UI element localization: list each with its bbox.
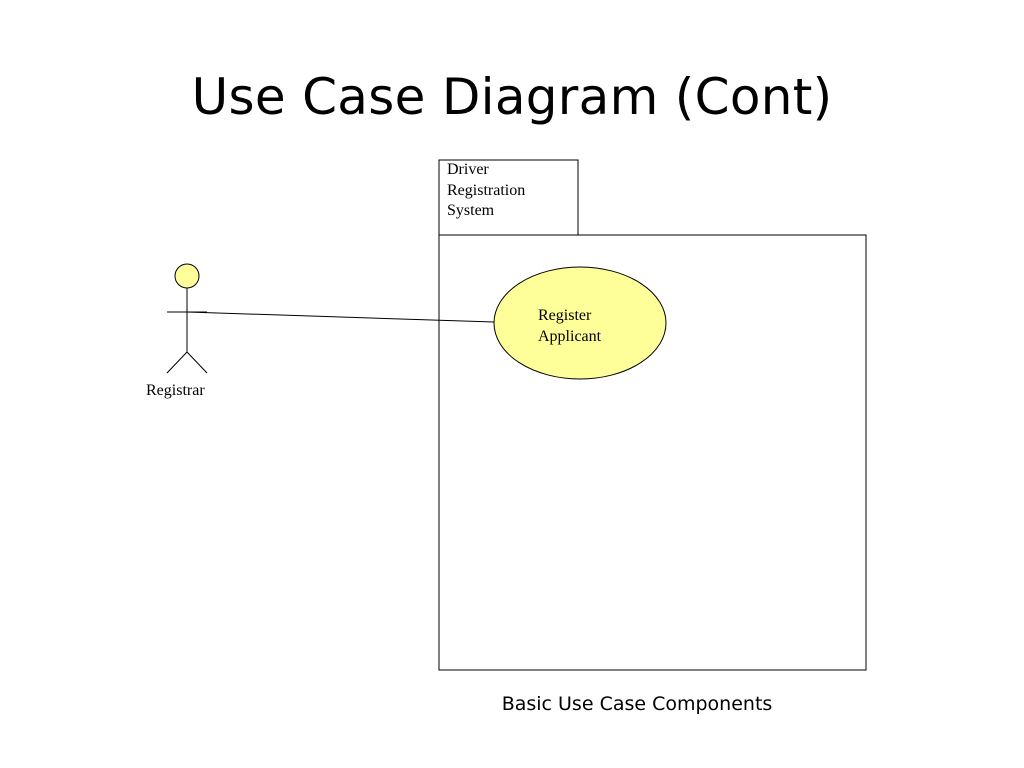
use-case-register-applicant xyxy=(493,266,667,380)
actor-label: Registrar xyxy=(146,382,205,399)
actor-head xyxy=(174,263,200,289)
actor-left-leg xyxy=(166,351,188,374)
use-case-label-line-1: Register xyxy=(538,307,592,324)
actor-registrar xyxy=(166,263,208,374)
system-name-tab xyxy=(438,159,579,236)
system-label-line-3: System xyxy=(447,202,495,219)
actor-right-leg xyxy=(186,351,208,374)
system-label-line-1: Driver xyxy=(447,161,489,178)
use-case-label-line-2: Applicant xyxy=(538,328,602,345)
slide-title: Use Case Diagram (Cont) xyxy=(191,68,833,126)
system-label-line-2: Registration xyxy=(447,182,525,199)
association-line xyxy=(186,311,495,323)
diagram-caption: Basic Use Case Components xyxy=(501,693,773,715)
